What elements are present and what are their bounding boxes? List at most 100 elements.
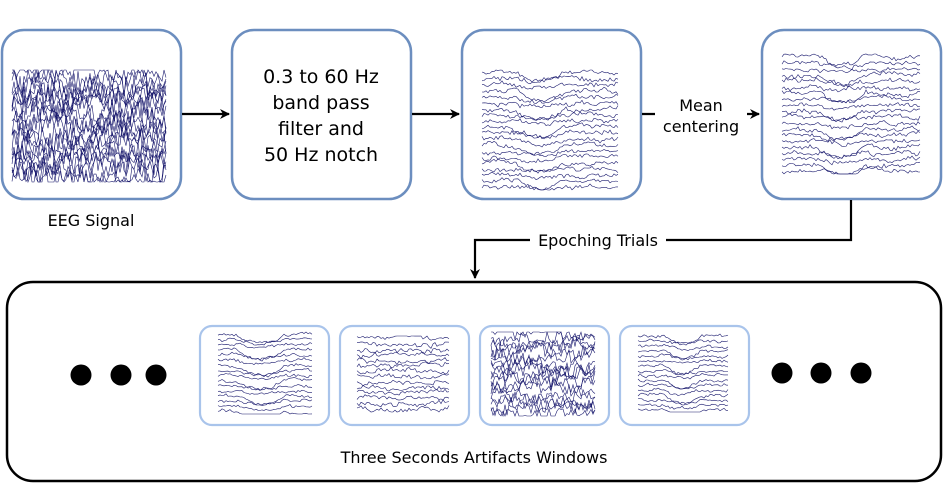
signal-trace [481, 93, 619, 104]
signal-trace [481, 165, 619, 173]
signal-trace [490, 364, 596, 386]
eeg-signal-caption: EEG Signal [48, 211, 135, 230]
signal-trace [637, 338, 729, 345]
signal-trace [637, 382, 729, 390]
signal-trace [481, 171, 619, 180]
signal-trace [637, 343, 729, 352]
signal-trace [217, 403, 313, 411]
artifact-window-2 [338, 324, 471, 427]
filter-line-1: 0.3 to 60 Hz [263, 66, 379, 88]
signal-trace [11, 76, 167, 106]
signal-trace [490, 392, 596, 414]
signal-trace [217, 347, 313, 362]
filter-node: 0.3 to 60 Hz band pass filter and 50 Hz … [230, 28, 413, 201]
windows-container: Three Seconds Artifacts Windows [5, 280, 943, 483]
signal-trace [781, 113, 921, 121]
signal-trace [217, 398, 313, 406]
signal-trace [217, 351, 313, 361]
signal-trace [481, 141, 619, 156]
signal-trace [781, 84, 921, 93]
ellipsis-dot-right-1 [771, 362, 793, 384]
signal-trace [11, 108, 167, 146]
signal-trace [481, 122, 619, 140]
signal-trace [481, 177, 619, 191]
signal-trace [217, 389, 313, 395]
signal-trace [217, 377, 313, 391]
signal-trace [637, 407, 728, 413]
signal-trace [11, 150, 167, 184]
filtered-signal-node [460, 28, 643, 201]
signal-trace [637, 398, 729, 406]
signal-trace [637, 353, 729, 361]
signal-trace [637, 372, 728, 380]
mean-centering-label-1: Mean [679, 96, 723, 115]
signal-trace [11, 69, 167, 101]
artifact-window-1 [198, 324, 331, 427]
signal-trace [637, 387, 729, 396]
epoching-label: Epoching Trials [538, 231, 658, 250]
signal-trace [356, 348, 450, 354]
epoching-label-bg [530, 230, 666, 250]
ellipsis-dot-left-2 [110, 364, 132, 386]
signal-trace [481, 183, 618, 191]
filter-line-4: 50 Hz notch [264, 144, 378, 166]
signal-trace [481, 80, 619, 90]
signal-trace [781, 150, 921, 159]
signal-trace [781, 89, 921, 103]
signal-trace [356, 357, 450, 366]
signal-trace [637, 349, 729, 361]
signal-trace [781, 53, 921, 67]
signal-trace [781, 138, 921, 147]
signal-trace [11, 135, 167, 164]
signal-trace [11, 81, 167, 109]
signal-trace [217, 408, 313, 415]
signal-trace [491, 331, 596, 341]
signal-trace [781, 131, 921, 142]
signal-trace [481, 153, 619, 164]
signal-trace [356, 361, 450, 368]
signal-trace [490, 342, 596, 361]
signal-trace [781, 60, 921, 70]
signal-trace [357, 341, 450, 349]
signal-trace [481, 105, 619, 121]
ellipsis-dot-right-2 [810, 362, 832, 384]
signal-trace [490, 387, 596, 405]
artifact-window-4 [618, 324, 751, 427]
signal-trace [11, 161, 167, 184]
signal-trace [217, 384, 313, 391]
filter-line-3: filter and [278, 118, 364, 140]
signal-trace [781, 67, 921, 74]
signal-trace [781, 120, 921, 130]
signal-trace [481, 149, 619, 157]
signal-trace [490, 359, 596, 382]
signal-trace [481, 69, 619, 83]
signal-trace [356, 388, 450, 396]
signal-trace [11, 141, 167, 170]
signal-trace [481, 75, 619, 85]
signal-trace [781, 166, 921, 175]
signal-trace [356, 351, 450, 360]
signal-trace [481, 86, 619, 104]
signal-trace [781, 108, 921, 123]
raw-eeg-signal-image [11, 69, 167, 184]
ellipsis-dot-right-3 [850, 362, 872, 384]
signal-trace [481, 117, 619, 126]
signal-trace [490, 334, 596, 355]
signal-trace [490, 396, 596, 417]
signal-trace [490, 373, 596, 394]
signal-trace [11, 127, 167, 160]
signal-trace [781, 143, 921, 160]
signal-trace [356, 379, 450, 387]
signal-trace [217, 357, 313, 365]
signal-trace [490, 406, 596, 417]
signal-trace [481, 135, 619, 148]
signal-trace [637, 369, 728, 375]
signal-trace [637, 392, 729, 406]
signal-trace [217, 331, 313, 346]
filtered-signal-image [481, 69, 619, 191]
centered-signal-node [760, 28, 943, 201]
signal-trace [490, 393, 596, 411]
signal-trace [481, 158, 619, 174]
signal-trace [217, 367, 313, 378]
signal-trace [637, 403, 729, 410]
